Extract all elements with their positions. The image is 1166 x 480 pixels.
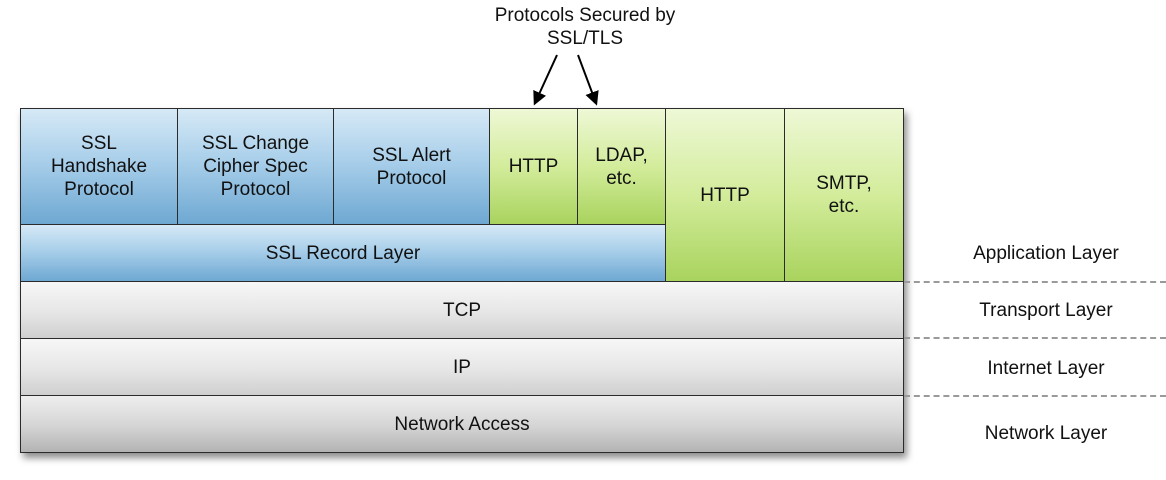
label-application-layer: Application Layer bbox=[973, 243, 1119, 264]
http-plain: HTTP bbox=[665, 108, 785, 282]
divider-internet-network bbox=[904, 395, 1166, 397]
ssl-alert-protocol: SSL Alert Protocol bbox=[333, 108, 490, 225]
smtp-plain: SMTP, etc. bbox=[784, 108, 904, 282]
ssl-change-cipher-spec-protocol: SSL Change Cipher Spec Protocol bbox=[177, 108, 334, 225]
network-access-layer: Network Access bbox=[20, 395, 904, 453]
http-secured: HTTP bbox=[489, 108, 578, 225]
ssl-handshake-protocol: SSL Handshake Protocol bbox=[20, 108, 178, 225]
ip-layer: IP bbox=[20, 338, 904, 396]
ldap-secured: LDAP, etc. bbox=[577, 108, 666, 225]
arrow-to-ldap bbox=[577, 54, 599, 106]
divider-application-transport bbox=[904, 281, 1166, 283]
arrow-to-http bbox=[533, 54, 558, 106]
tcp-layer: TCP bbox=[20, 281, 904, 339]
label-network-layer: Network Layer bbox=[984, 423, 1108, 444]
label-internet-layer: Internet Layer bbox=[987, 358, 1105, 379]
diagram-title: Protocols Secured by SSL/TLS bbox=[494, 5, 676, 49]
label-transport-layer: Transport Layer bbox=[979, 300, 1113, 321]
divider-transport-internet bbox=[904, 337, 1166, 339]
ssl-record-layer: SSL Record Layer bbox=[20, 224, 666, 282]
